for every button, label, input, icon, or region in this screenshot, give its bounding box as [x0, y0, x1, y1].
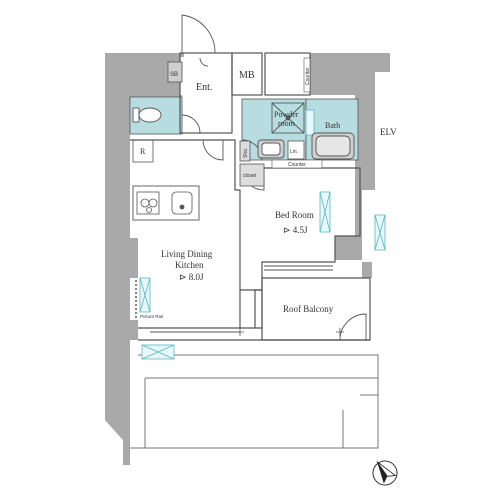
- label-counter-strip: Counter: [288, 162, 306, 168]
- label-roof-balcony: Roof Balcony: [283, 304, 334, 314]
- kitchen-sink-icon: [171, 191, 193, 215]
- stove-icon: [136, 191, 160, 215]
- washer-icon: [271, 102, 305, 134]
- label-sb: SB: [170, 72, 178, 78]
- window-balcony: [141, 344, 175, 360]
- label-closet: closet: [243, 173, 257, 179]
- label-picture-rail: Picture Rail: [140, 314, 163, 319]
- toilet-door: [181, 114, 201, 134]
- label-bath: Bath: [325, 121, 340, 130]
- label-linen: Lin.: [290, 149, 298, 155]
- balcony-door: [339, 313, 367, 341]
- entrance-door: [181, 14, 216, 54]
- window-east: [374, 214, 386, 251]
- toilet-icon: [132, 107, 162, 123]
- label-shoes: Sho.: [243, 148, 249, 158]
- shoe-box: [239, 140, 251, 162]
- refrigerator-space: [132, 139, 154, 163]
- linen-box: [287, 140, 305, 160]
- sash-lines: [150, 265, 333, 333]
- label-counter-vertical: Counter: [305, 67, 311, 85]
- label-living-1: Living Dining: [161, 249, 213, 259]
- balcony-markers: [236, 328, 344, 336]
- sink-icon: [257, 139, 285, 159]
- living-door: [202, 139, 224, 161]
- room-outlines: [130, 52, 371, 341]
- left-lower-wall: [105, 340, 130, 465]
- window-living: [139, 277, 151, 313]
- bathtub-icon: [311, 132, 355, 160]
- label-bedroom: Bed Room: [275, 210, 314, 220]
- label-powder-2: room: [278, 119, 296, 128]
- closet-box: [239, 163, 265, 187]
- sb-box: [167, 61, 183, 83]
- label-refrigerator: R: [140, 147, 146, 156]
- window-powder: [305, 109, 315, 136]
- lower-terrace-lines: [130, 354, 379, 449]
- label-mb: MB: [239, 70, 255, 81]
- label-powder-1: Powder: [274, 110, 299, 119]
- kitchen-counter: [132, 185, 200, 221]
- shoe-door: [199, 57, 209, 67]
- counter-vertical: [303, 57, 311, 93]
- windows: [139, 109, 386, 360]
- label-entrance: Ent.: [196, 82, 212, 93]
- label-bedroom-area: ⊳ 4.5J: [283, 225, 308, 235]
- north-arrow-icon: [372, 460, 398, 486]
- label-living-area: ⊳ 8.0J: [179, 272, 204, 282]
- window-bedroom: [319, 191, 331, 233]
- label-elv: ELV: [380, 127, 397, 137]
- label-living-2: Kitchen: [175, 260, 204, 270]
- counter-strip: [271, 159, 323, 169]
